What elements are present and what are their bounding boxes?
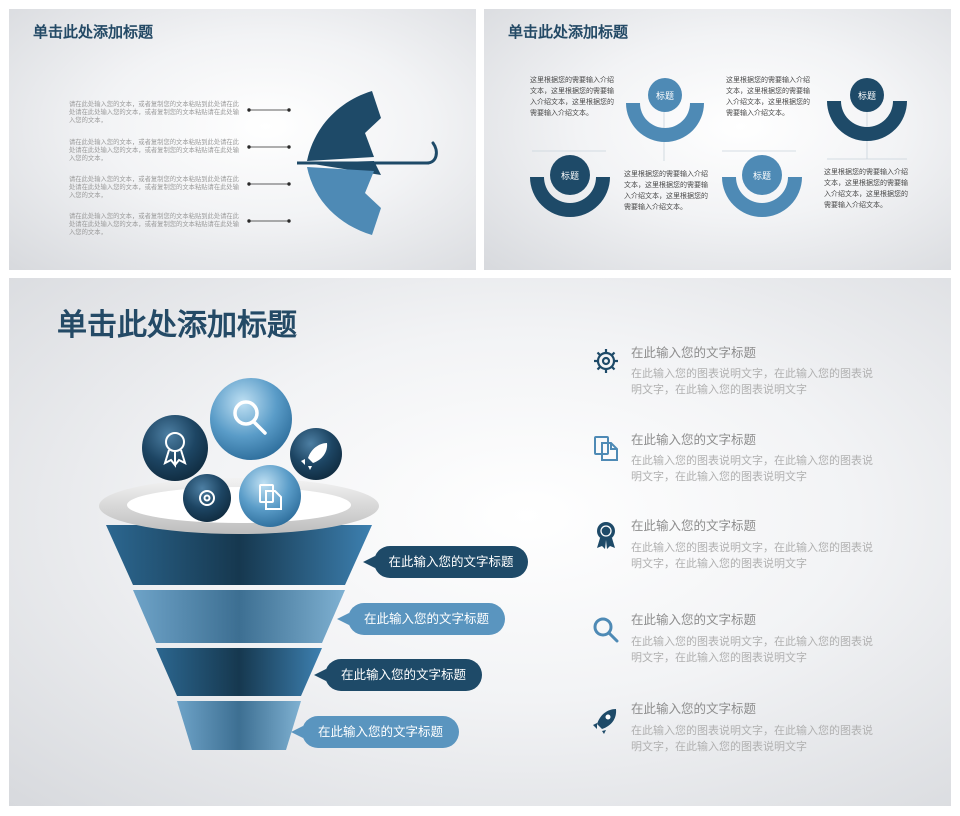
slide2-title: 单击此处添加标题 [508,23,629,41]
node-label-4: 标题 [858,90,876,102]
funnel-label-1: 在此输入您的文字标题 [363,546,528,578]
feature-title-3: 在此输入您的文字标题 [631,518,757,533]
bubble-rocket [290,428,342,480]
umbrella-icon [297,91,438,235]
documents-icon [591,433,621,463]
feature-desc-3: 在此输入您的图表说明文字，在此输入您的图表说明文字，在此输入您的图表说明文字 [631,541,873,570]
umbrella-graphic [247,91,438,235]
slide1-paragraph-3: 请在此处输入您的文本，或者复制您的文本粘贴到此处请在此处请在此处输入您的文本，或… [69,176,240,199]
bubble-gear [183,474,231,522]
feature-title-2: 在此输入您的文字标题 [631,432,757,447]
feature-title-5: 在此输入您的文字标题 [631,701,757,716]
magnifier-icon [591,615,621,645]
connector-lines [247,108,291,223]
semicircle-node-4 [827,78,907,141]
funnel-band-4 [177,701,301,750]
bubble-award [142,415,208,481]
slide-umbrella: 单击此处添加标题 请在此处输入您的文本，或者复制您的文本粘贴到此处请在此处请在此… [9,9,476,270]
magnifier-icon [233,400,267,435]
slide-funnel: 单击此处添加标题 [9,278,951,806]
feature-desc-2: 在此输入您的图表说明文字，在此输入您的图表说明文字，在此输入您的图表说明文字 [631,454,873,483]
bubble-search [210,378,292,460]
gear-icon [199,490,215,506]
semicircle-node-2 [626,78,704,142]
slide1-title: 单击此处添加标题 [33,23,154,41]
funnel-band-3 [156,648,322,696]
slide1-paragraph-1: 请在此处输入您的文本，或者复制您的文本粘贴到此处请在此处请在此处输入您的文本，或… [69,101,240,124]
feature-desc-4: 在此输入您的图表说明文字，在此输入您的图表说明文字，在此输入您的图表说明文字 [631,635,873,664]
rocket-icon [301,443,328,470]
slide1-paragraph-2: 请在此处输入您的文本，或者复制您的文本粘贴到此处请在此处请在此处输入您的文本，或… [69,139,240,162]
gear-icon [591,346,621,376]
slide-semicircles: 单击此处添加标题 标题 标题 标题 标 [484,9,951,270]
node-label-2: 标题 [656,90,674,102]
semicircle-node-1 [530,155,610,217]
semicircle-node-3 [722,155,802,217]
feature-desc-5: 在此输入您的图表说明文字，在此输入您的图表说明文字，在此输入您的图表说明文字 [631,724,873,753]
funnel-label-4: 在此输入您的文字标题 [291,716,459,748]
node-text-2: 这里根据您的需要输入介绍文本，这里根据您的需要输入介绍文本，这里根据您的需要输入… [624,170,708,211]
slide1-paragraph-4: 请在此处输入您的文本，或者复制您的文本粘贴到此处请在此处请在此处输入您的文本，或… [69,213,240,236]
documents-icon [259,484,282,510]
funnel-label-3: 在此输入您的文字标题 [314,659,482,691]
bubble-documents [239,465,301,527]
feature-desc-1: 在此输入您的图表说明文字，在此输入您的图表说明文字，在此输入您的图表说明文字 [631,367,873,396]
node-label-3: 标题 [753,170,771,182]
node-text-1: 这里根据您的需要输入介绍文本，这里根据您的需要输入介绍文本，这里根据您的需要输入… [530,76,614,117]
funnel-graphic [99,378,379,750]
node-text-3: 这里根据您的需要输入介绍文本，这里根据您的需要输入介绍文本，这里根据您的需要输入… [726,76,810,117]
rocket-icon [591,705,621,735]
award-ribbon-icon [163,432,187,468]
funnel-label-2: 在此输入您的文字标题 [337,603,505,635]
funnel-bands [106,525,372,750]
feature-title-4: 在此输入您的文字标题 [631,612,757,627]
funnel-band-2 [133,590,345,643]
feature-title-1: 在此输入您的文字标题 [631,345,757,360]
funnel-band-1 [106,525,372,585]
node-label-1: 标题 [561,170,579,182]
slide3-title: 单击此处添加标题 [57,308,297,343]
award-ribbon-icon [591,520,621,550]
semicircle-diagram: 标题 标题 标题 标题 [530,78,907,217]
funnel-rim [99,478,379,534]
node-text-4: 这里根据您的需要输入介绍文本，这里根据您的需要输入介绍文本，这里根据您的需要输入… [824,168,908,209]
